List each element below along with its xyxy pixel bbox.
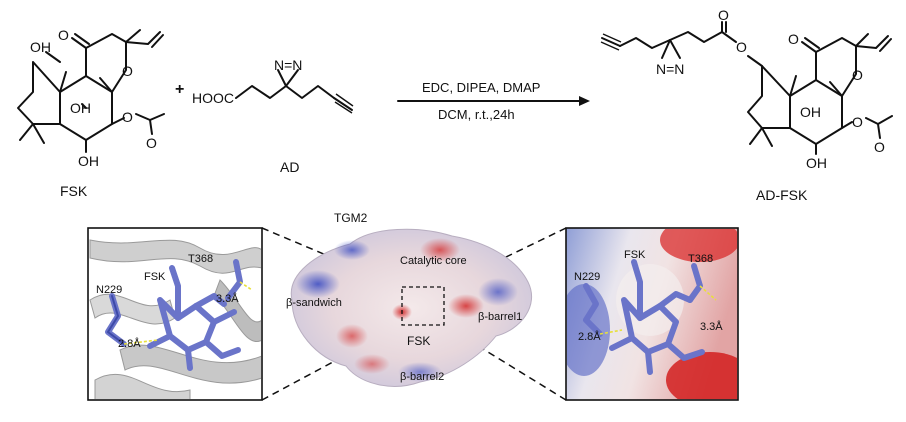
adfsk-o-ester-link: O xyxy=(736,39,747,55)
conditions-line2: DCM, r.t.,24h xyxy=(438,107,515,122)
adfsk-name: AD-FSK xyxy=(756,187,808,203)
adfsk-o-carbonyl: O xyxy=(718,7,729,23)
region-catalytic-core: Catalytic core xyxy=(400,255,467,267)
right-residue-n229: N229 xyxy=(574,271,600,283)
tgm2-surface: TGM2 Catalytic core β-sandwich β-barrel1… xyxy=(286,211,533,387)
region-beta-barrel2: β-barrel2 xyxy=(400,371,444,383)
right-docking-panel: FSK N229 T368 2.8Å 3.3Å xyxy=(565,227,739,401)
ad-diazirine: N=N xyxy=(274,57,302,73)
right-ligand-label: FSK xyxy=(624,249,646,261)
adfsk-o-acyl: O xyxy=(874,139,885,155)
adfsk-o-ring: O xyxy=(852,67,863,83)
region-beta-barrel1: β-barrel1 xyxy=(478,311,522,323)
right-distance-2: 3.3Å xyxy=(700,320,723,333)
region-beta-sandwich: β-sandwich xyxy=(286,297,342,309)
reaction-arrow: EDC, DIPEA, DMAP DCM, r.t.,24h xyxy=(397,80,590,122)
fsk-o-ketone: O xyxy=(58,27,69,43)
left-distance-2: 3.3Å xyxy=(216,292,239,305)
ad-acid: HOOC xyxy=(192,90,234,106)
ad-name: AD xyxy=(280,159,299,175)
left-residue-n229: N229 xyxy=(96,284,122,296)
adfsk-oh-bottom: OH xyxy=(806,155,827,171)
protein-title: TGM2 xyxy=(334,211,368,225)
fsk-o-ring: O xyxy=(122,63,133,79)
fsk-o-acyl: O xyxy=(146,135,157,151)
adfsk-o-ketone: O xyxy=(788,31,799,47)
conditions-line1: EDC, DIPEA, DMAP xyxy=(422,80,540,95)
fsk-oh-bottom: OH xyxy=(78,153,99,169)
fsk-oh-top: OH xyxy=(30,39,51,55)
adfsk-o-ester: O xyxy=(852,114,863,130)
fsk-structure: OH O O OH O O OH FSK xyxy=(17,27,165,199)
left-distance-1: 2.8Å xyxy=(118,337,141,350)
ad-structure: HOOC N=N AD xyxy=(192,57,354,175)
right-residue-t368: T368 xyxy=(688,253,713,265)
fsk-o-ester: O xyxy=(122,109,133,125)
left-docking-panel: FSK N229 T368 2.8Å 3.3Å xyxy=(87,227,263,401)
plus-sign: + xyxy=(175,81,184,98)
fsk-oh-mid: OH xyxy=(70,100,91,116)
adfsk-oh-mid: OH xyxy=(800,104,821,120)
left-residue-t368: T368 xyxy=(188,253,213,265)
ad-fsk-structure: N=N O O O O OH O O OH AD-FSK xyxy=(600,7,893,203)
left-ligand-label: FSK xyxy=(144,271,166,283)
right-distance-1: 2.8Å xyxy=(578,330,601,343)
fsk-name: FSK xyxy=(60,183,88,199)
region-ligand: FSK xyxy=(407,334,430,348)
adfsk-diazirine: N=N xyxy=(656,61,684,77)
